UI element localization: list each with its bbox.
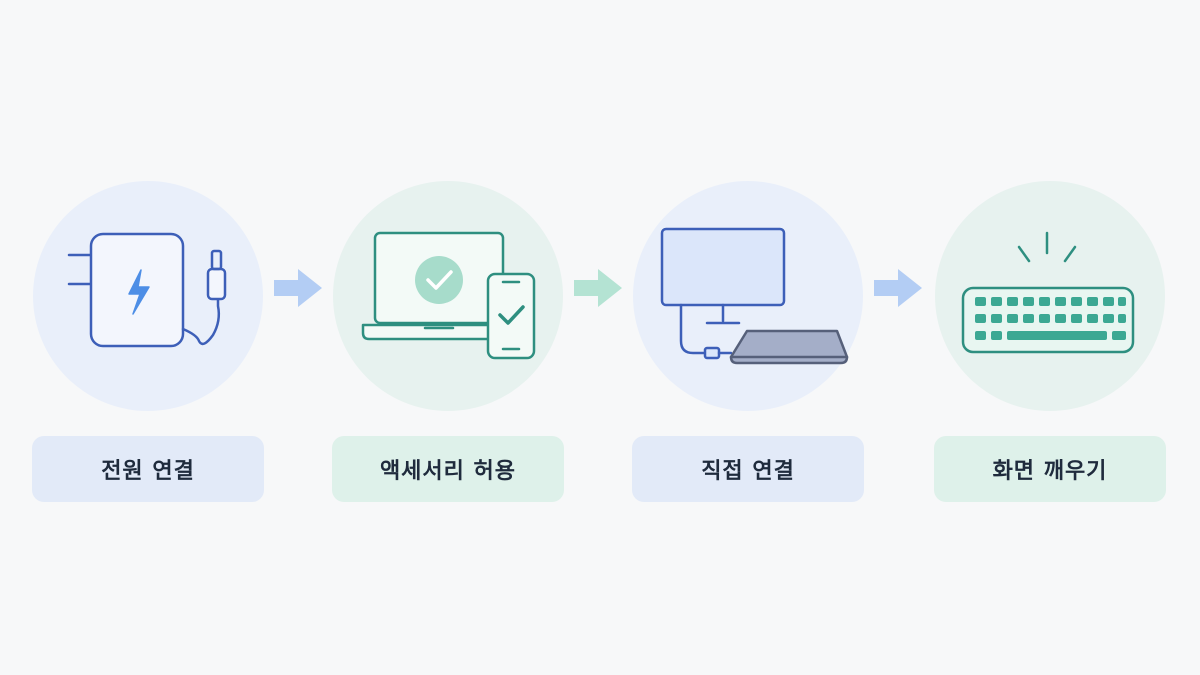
step-direct-connection-circle — [633, 181, 863, 411]
step-wake-screen-circle — [935, 181, 1165, 411]
step-power-circle — [33, 181, 263, 411]
arrow-right-icon — [574, 269, 622, 307]
arrow-right-icon — [874, 269, 922, 307]
step-wake-screen-label: 화면 깨우기 — [934, 436, 1166, 502]
arrow-right-icon — [274, 269, 322, 307]
step-allow-accessory-circle — [333, 181, 563, 411]
monitor-laptop-cable-icon — [660, 227, 849, 365]
arrow-step1-to-step2 — [272, 266, 324, 310]
laptop-phone-check-icon — [361, 231, 536, 360]
step-allow-accessory: 액세서리 허용 — [332, 0, 564, 675]
step-allow-accessory-label: 액세서리 허용 — [332, 436, 564, 502]
charger-icon — [67, 232, 227, 348]
step-direct-connection: 직접 연결 — [632, 0, 864, 675]
arrow-step2-to-step3 — [572, 266, 624, 310]
keyboard-wake-icon — [961, 231, 1135, 354]
arrow-step3-to-step4 — [872, 266, 924, 310]
step-power-label: 전원 연결 — [32, 436, 264, 502]
step-wake-screen: 화면 깨우기 — [934, 0, 1166, 675]
step-power: 전원 연결 — [32, 0, 264, 675]
step-direct-connection-label: 직접 연결 — [632, 436, 864, 502]
